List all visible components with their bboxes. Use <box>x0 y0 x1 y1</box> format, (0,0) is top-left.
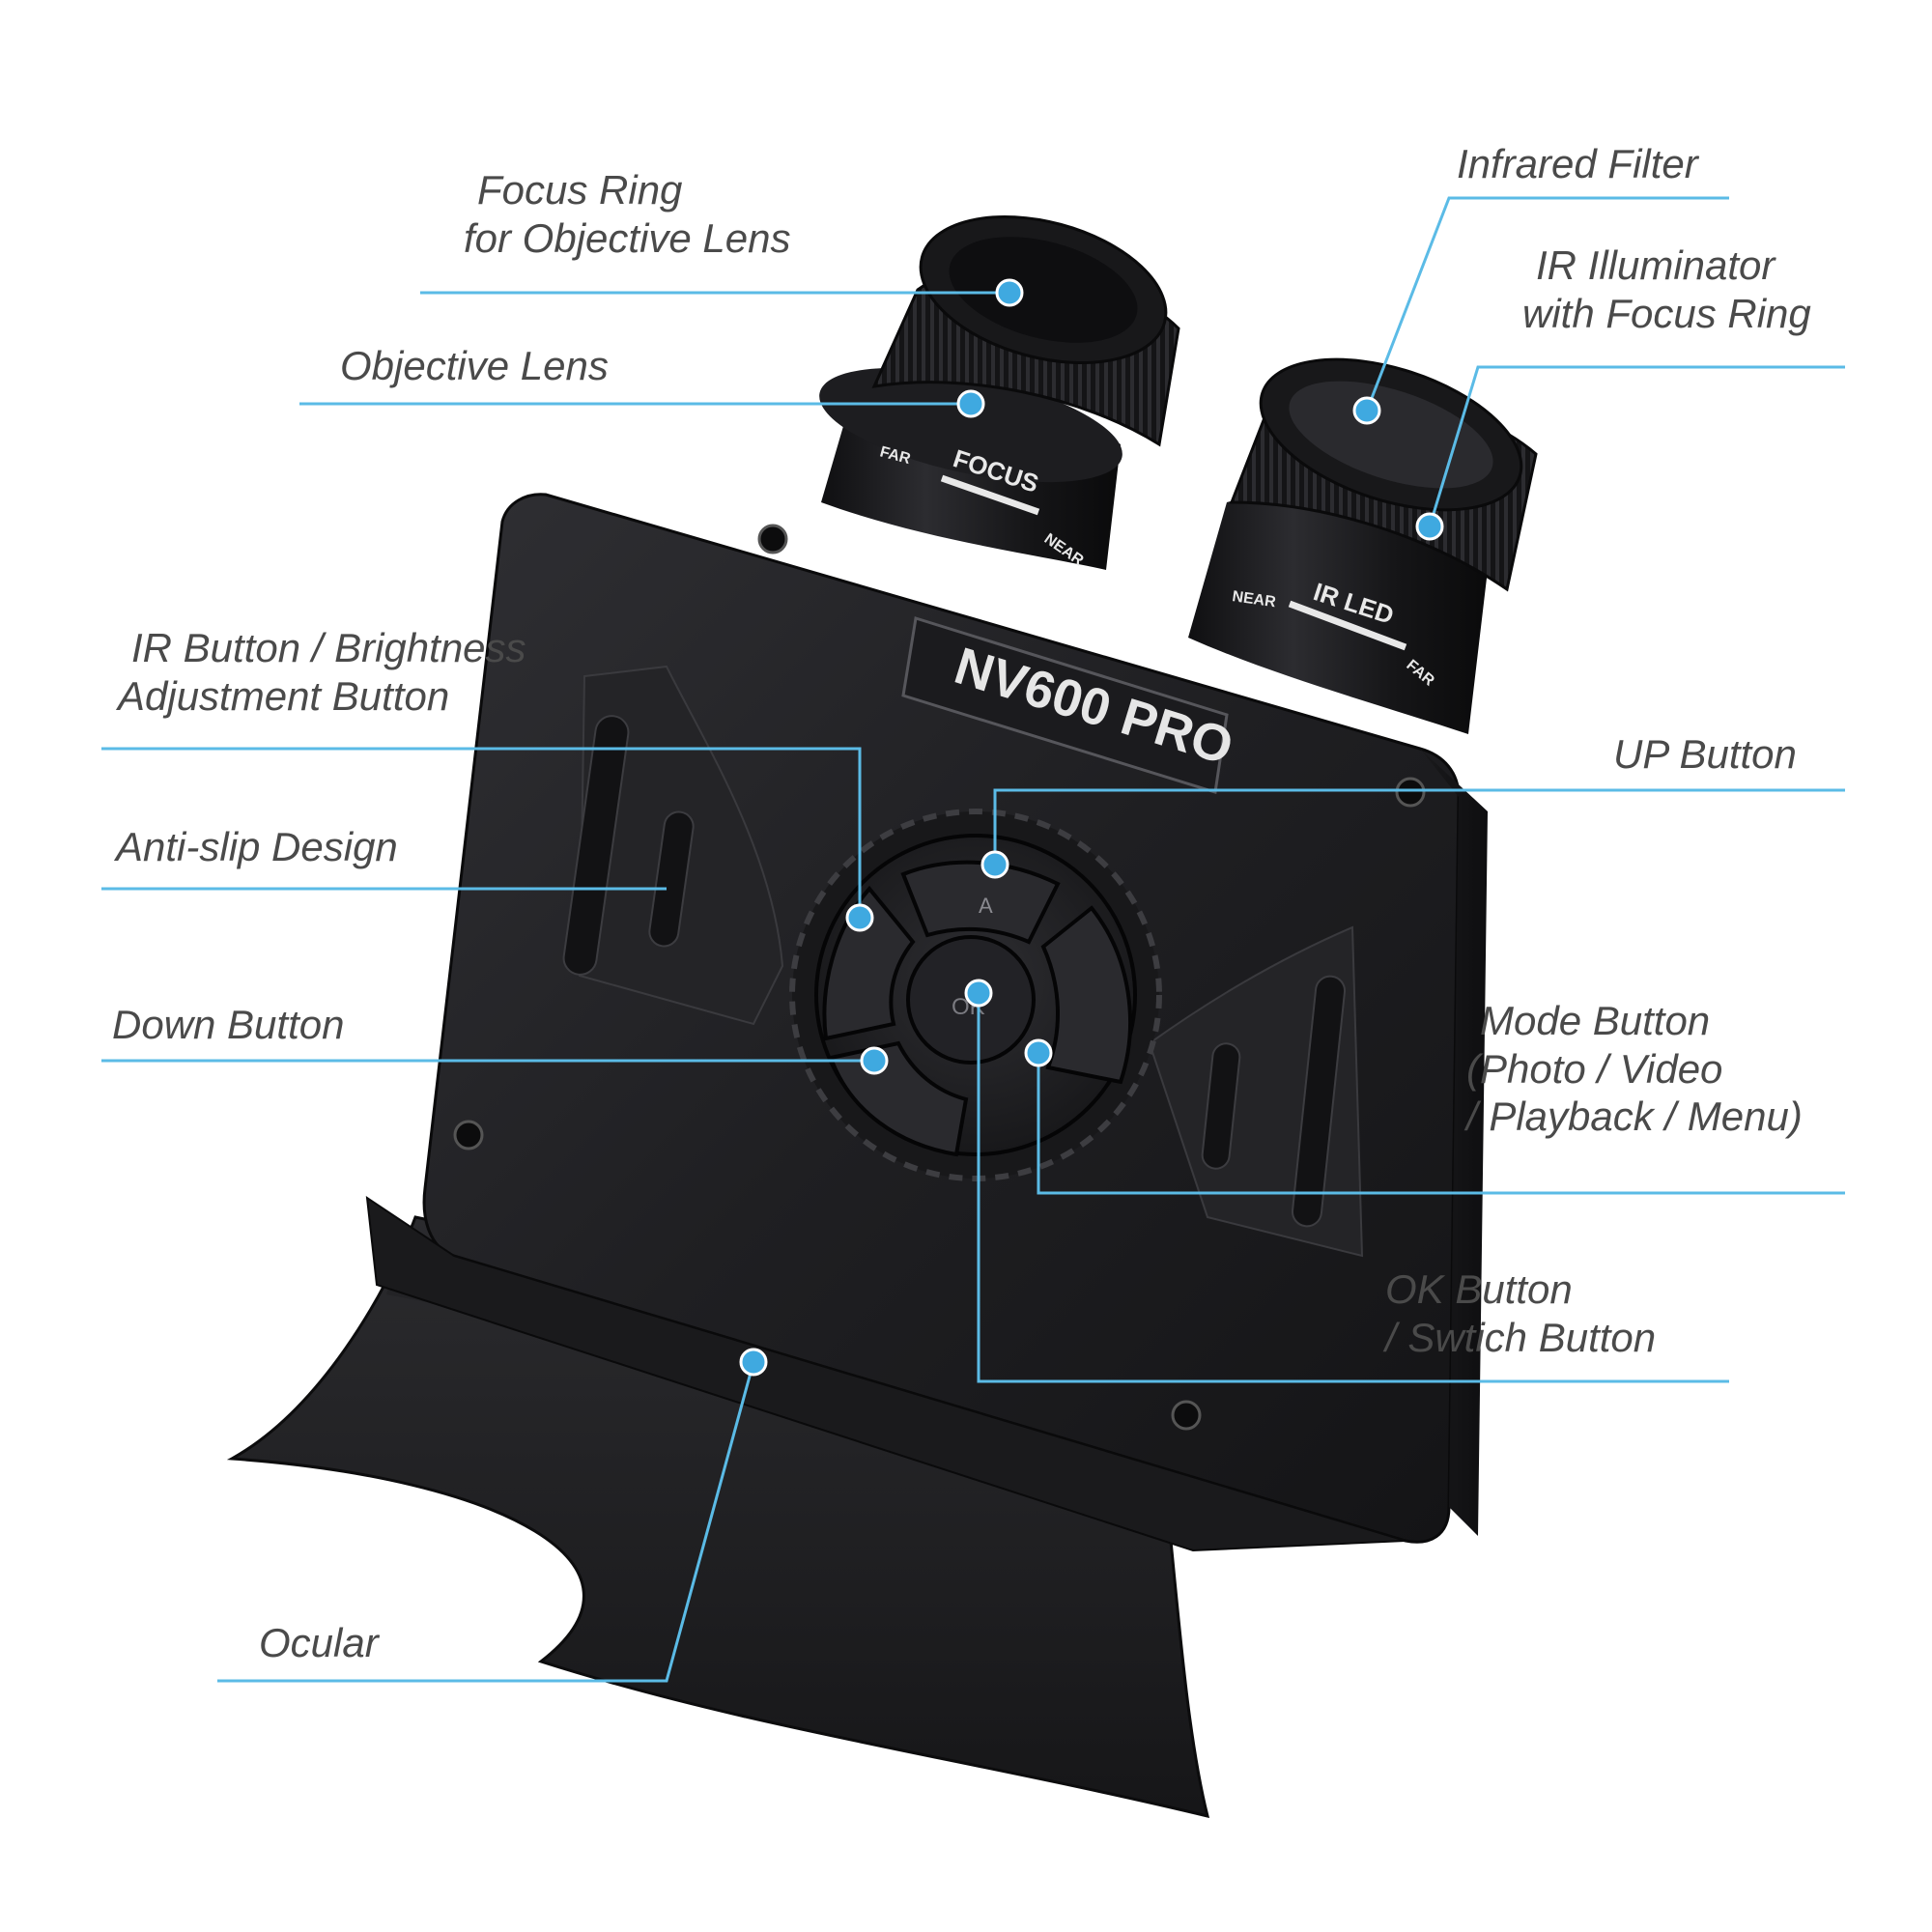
label-ir-illuminator: IR Illuminator with Focus Ring <box>1522 242 1811 336</box>
dot-ir-button <box>845 903 874 932</box>
device-side-face <box>1420 749 1488 1536</box>
ir-key <box>822 885 916 1041</box>
up-marking: A <box>979 894 993 918</box>
callout-dots <box>739 278 1444 1377</box>
leader-ocular <box>217 1361 755 1683</box>
leader-ir-illuminator <box>1428 365 1845 527</box>
dot-objective-lens <box>956 389 985 418</box>
dot-infrared-filter <box>1352 396 1381 425</box>
label-ir-button: IR Button / Brightness Adjustment Button <box>118 625 526 719</box>
leader-mode-button <box>1037 1053 1845 1195</box>
dot-ok-button <box>964 979 993 1008</box>
label-down-button: Down Button <box>112 1002 345 1047</box>
irled-arrow <box>1288 600 1407 651</box>
down-key <box>828 1040 969 1157</box>
label-up-button: UP Button <box>1613 731 1797 777</box>
label-ocular: Ocular <box>259 1620 379 1665</box>
dot-mode-button <box>1024 1038 1053 1067</box>
leader-up-button <box>993 788 1845 865</box>
leader-ok-button <box>977 993 1729 1383</box>
near-marking-right: NEAR <box>1231 588 1277 611</box>
dot-down-button <box>860 1046 889 1075</box>
anti-slip-groove <box>1201 1042 1241 1170</box>
leader-ir-button <box>101 747 862 918</box>
label-anti-slip: Anti-slip Design <box>116 824 398 869</box>
objective-lens-assembly <box>819 214 1180 570</box>
dot-ocular <box>739 1348 768 1377</box>
screw <box>453 524 1426 1431</box>
label-ok-button: OK Button / Swtich Button <box>1385 1266 1657 1360</box>
dot-ir-illuminator <box>1415 512 1444 541</box>
anti-slip-groove <box>648 810 695 948</box>
label-focus-ring: Focus Ring for Objective Lens <box>464 167 791 261</box>
dot-focus-ring <box>995 278 1024 307</box>
focus-arrow <box>940 474 1040 516</box>
device-front-face <box>365 1195 1406 1552</box>
label-objective-lens: Objective Lens <box>340 343 609 388</box>
leader-infrared-filter <box>1365 196 1729 412</box>
leader-lines <box>101 196 1845 1683</box>
label-mode-button: Mode Button (Photo / Video / Playback / … <box>1466 998 1803 1140</box>
label-infrared-filter: Infrared Filter <box>1457 141 1698 186</box>
anti-slip-groove <box>562 715 630 976</box>
up-key <box>900 860 1061 945</box>
mode-key <box>1040 905 1132 1085</box>
anti-slip-groove <box>1291 975 1347 1228</box>
dot-up-button <box>980 850 1009 879</box>
ir-illuminator-assembly <box>1188 357 1538 734</box>
